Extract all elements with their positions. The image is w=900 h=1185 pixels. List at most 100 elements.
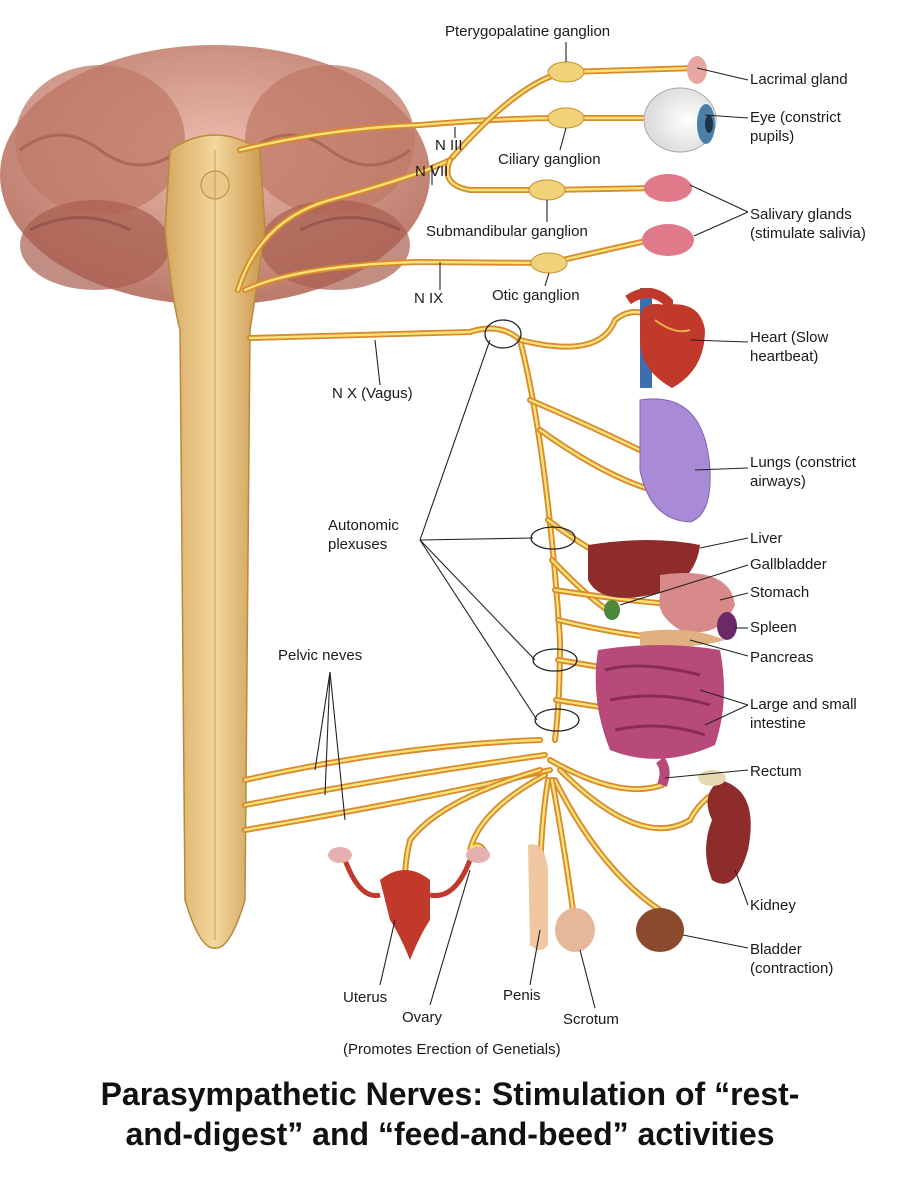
label-vagus: N X (Vagus) xyxy=(332,385,413,402)
leader-bladder xyxy=(682,934,749,949)
leader-plexus-1 xyxy=(419,339,491,541)
label-rectum: Rectum xyxy=(750,763,802,780)
label-kidney: Kidney xyxy=(750,897,796,914)
spleen xyxy=(717,612,737,640)
label-lacrimal-gland: Lacrimal gland xyxy=(750,71,848,88)
label-salivary-glands: Salivary glands (stimulate salivia) xyxy=(750,206,866,242)
label-pancreas: Pancreas xyxy=(750,649,814,666)
label-eye: Eye (constrict pupils) xyxy=(750,109,841,145)
leader-heart xyxy=(689,339,749,343)
leader-plexus-2 xyxy=(419,537,534,541)
label-spleen: Spleen xyxy=(750,619,797,636)
label-scrotum: Scrotum xyxy=(563,1011,619,1028)
lungs xyxy=(639,398,711,523)
leader-gallbladder xyxy=(619,564,749,606)
pelvic-uterus-core xyxy=(403,768,542,882)
pelvic-2-core xyxy=(243,753,547,807)
leader-uterus xyxy=(379,919,396,986)
label-pterygopalatine-ganglion: Pterygopalatine ganglion xyxy=(445,23,611,40)
nerve-vagus-core xyxy=(248,327,562,742)
label-penis: Penis xyxy=(503,987,541,1004)
leader-stomach xyxy=(719,592,749,601)
ganglia xyxy=(528,61,585,274)
male-genitals xyxy=(528,844,595,952)
label-heart: Heart (Slow heartbeat) xyxy=(750,329,829,365)
leader-pancreas xyxy=(689,639,749,657)
leader-salivary-1 xyxy=(689,184,749,213)
uterus xyxy=(328,847,490,960)
label-otic-ganglion: Otic ganglion xyxy=(492,287,580,304)
heart xyxy=(625,288,705,388)
salivary-glands xyxy=(642,174,694,256)
diagram-title: Parasympathetic Nerves: Stimulation of “… xyxy=(100,1076,800,1152)
leader-lungs xyxy=(694,467,749,471)
intestines xyxy=(595,645,724,759)
otic-ganglion xyxy=(530,252,568,274)
leader-pelvic-3 xyxy=(329,671,346,821)
nerve-n7-submandibular-core xyxy=(446,158,657,192)
plexus-oval-4 xyxy=(534,708,580,732)
nerve-n9-core xyxy=(243,238,652,292)
label-genitals-note: (Promotes Erection of Genetials) xyxy=(343,1041,561,1058)
eye xyxy=(643,87,717,153)
label-intestine: Large and small intestine xyxy=(750,696,857,732)
pelvic-ovary-core xyxy=(468,773,547,854)
label-n-vii: N VII xyxy=(415,163,449,180)
rectum xyxy=(655,756,670,787)
leader-eye xyxy=(704,114,749,119)
ciliary-ganglion xyxy=(547,107,585,129)
leader-rectum xyxy=(664,769,749,779)
label-liver: Liver xyxy=(750,530,783,547)
organs xyxy=(328,56,751,960)
submandibular-ganglion xyxy=(528,179,566,201)
leader-kidney xyxy=(734,869,749,906)
spinal-cord xyxy=(164,134,266,949)
label-pelvic-nerves: Pelvic neves xyxy=(278,647,363,664)
pelvic-scrotum-core xyxy=(550,778,577,927)
pelvic-bladder-core xyxy=(553,778,662,912)
label-lungs: Lungs (constrict airways) xyxy=(750,454,856,490)
leader-pelvic-2 xyxy=(324,671,331,796)
bladder xyxy=(636,908,684,952)
label-stomach: Stomach xyxy=(750,584,810,601)
leader-vagus xyxy=(374,339,381,386)
pelvic-1-core xyxy=(243,738,542,782)
leader-scrotum xyxy=(579,949,596,1009)
label-autonomic-plexuses: Autonomic plexuses xyxy=(328,517,399,553)
leader-ciliary xyxy=(559,127,567,151)
label-uterus: Uterus xyxy=(343,989,388,1006)
label-submandibular-ganglion: Submandibular ganglion xyxy=(426,223,588,240)
label-n-iii: N III xyxy=(435,137,463,154)
pelvic-kidney-core xyxy=(558,768,722,830)
pancreas xyxy=(640,629,725,647)
kidney xyxy=(698,770,751,884)
label-ovary: Ovary xyxy=(402,1009,443,1026)
lacrimal-gland xyxy=(687,56,707,84)
leader-intestine-1 xyxy=(699,689,749,706)
label-gallbladder: Gallbladder xyxy=(750,556,827,573)
plexus-oval-3 xyxy=(532,648,578,672)
leader-lacrimal xyxy=(696,67,749,81)
autonomic-plexuses xyxy=(484,319,580,732)
pterygopalatine-ganglion xyxy=(547,61,585,83)
nerve-n3-core xyxy=(238,116,692,152)
stomach xyxy=(659,573,735,633)
gallbladder xyxy=(604,600,620,620)
pelvic-rectum-core xyxy=(548,758,664,791)
leader-plexus-3 xyxy=(419,539,536,661)
leader-pelvic-1 xyxy=(314,671,331,771)
leader-otic xyxy=(544,272,550,287)
leader-liver xyxy=(699,537,749,549)
label-n-ix: N IX xyxy=(414,290,444,307)
plexus-oval-1 xyxy=(484,319,522,349)
leader-intestine-2 xyxy=(704,704,749,726)
label-ciliary-ganglion: Ciliary ganglion xyxy=(498,151,601,168)
leader-ovary xyxy=(429,869,471,1006)
leader-salivary-2 xyxy=(693,211,749,237)
leader-plexus-4 xyxy=(419,539,538,721)
label-bladder: Bladder (contraction) xyxy=(750,941,834,977)
leader-lines xyxy=(314,42,749,1009)
nerve-n7-lacrimal-core xyxy=(236,66,699,292)
